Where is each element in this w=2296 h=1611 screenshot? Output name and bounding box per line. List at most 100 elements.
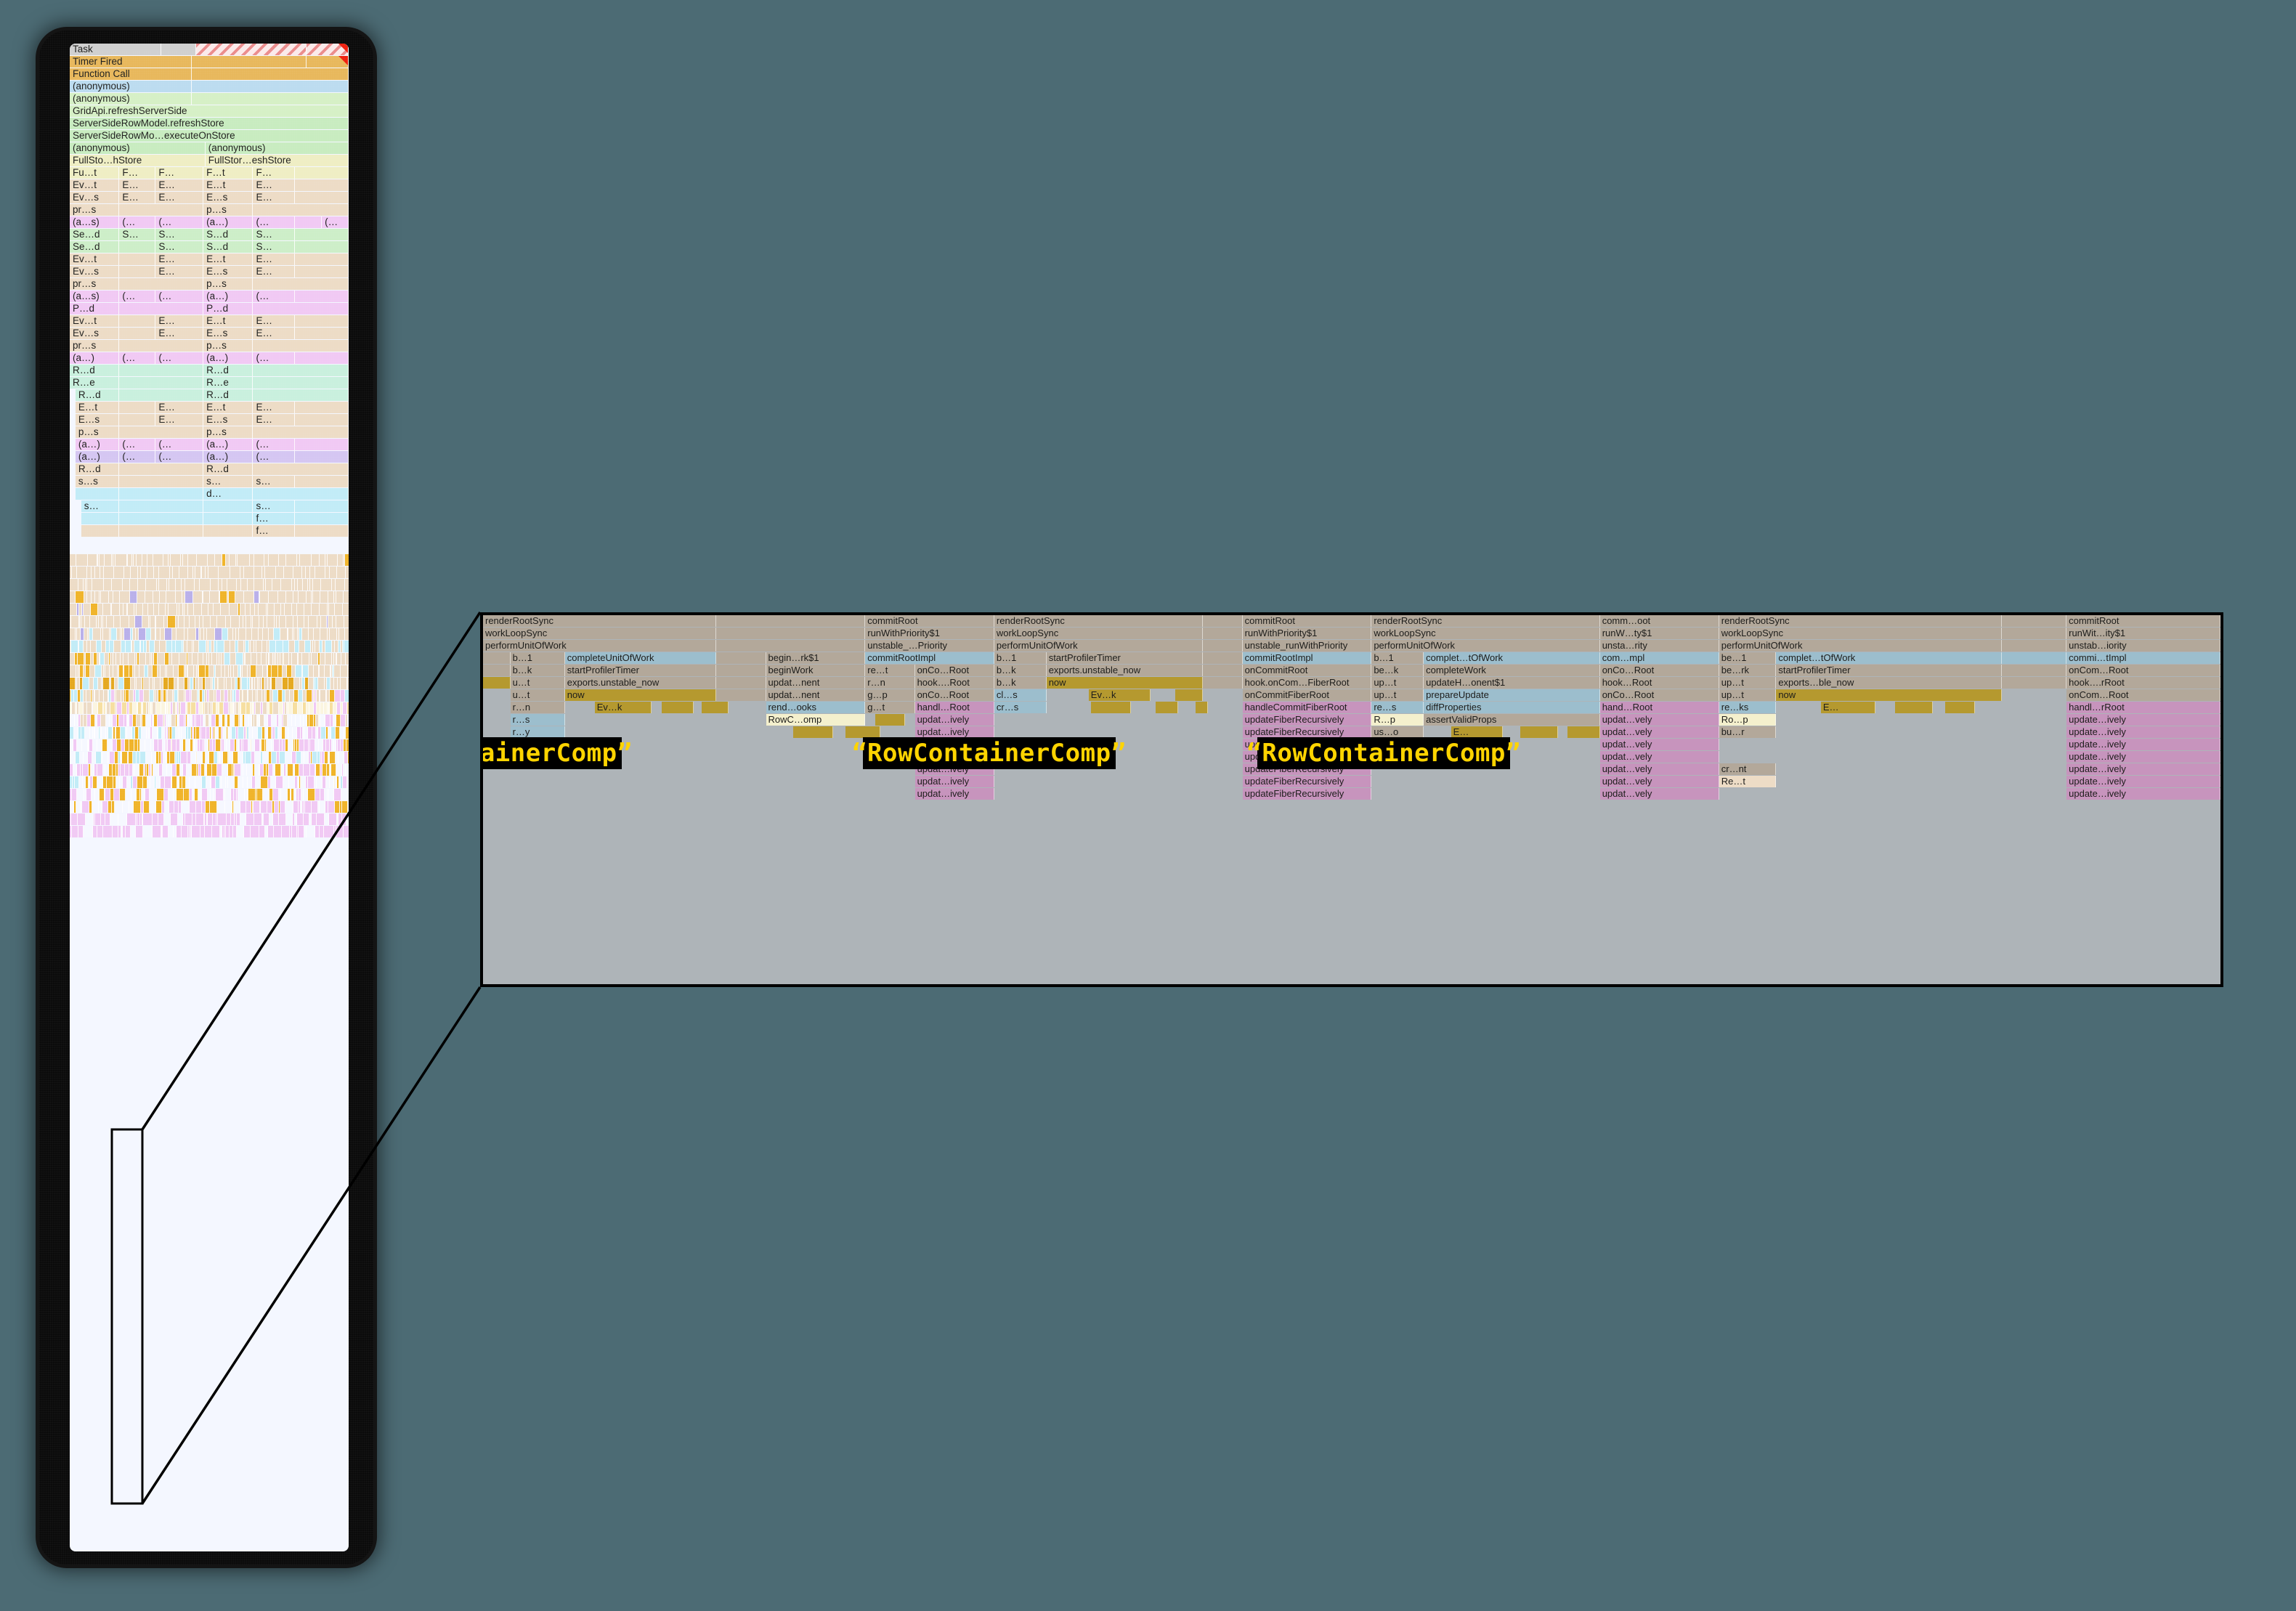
detail-frame-cell-empty[interactable]	[994, 714, 1243, 726]
overview-frame-cell[interactable]: ServerSideRowModel.refreshStore	[70, 118, 349, 129]
overview-dense-stack-row[interactable]	[70, 554, 349, 566]
detail-frame-cell-empty[interactable]	[716, 677, 766, 689]
detail-frame-cell[interactable]: complet…tOfWork	[1776, 652, 2003, 664]
overview-frame-cell[interactable]: R…d	[75, 389, 120, 401]
overview-frame-cell[interactable]: R…d	[75, 463, 120, 475]
overview-frame-cell[interactable]: FullStor…eshStore	[205, 155, 349, 166]
detail-frame-cell[interactable]: exports.unstable_now	[564, 677, 717, 689]
detail-frame-cell-empty[interactable]	[994, 726, 1243, 738]
overview-frame-cell[interactable]: S…d	[203, 229, 253, 240]
overview-frame-cell[interactable]: E…s	[203, 192, 253, 203]
detail-frame-cell[interactable]: runWithPriority$1	[1242, 628, 1372, 639]
detail-frame-cell[interactable]: be…1	[1719, 652, 1777, 664]
detail-frame-cell[interactable]: workLoopSync	[1371, 628, 1600, 639]
overview-stack-row[interactable]: ServerSideRowModel.refreshStore	[70, 118, 349, 130]
detail-frame-cell-empty[interactable]	[483, 689, 511, 701]
detail-frame-cell-empty[interactable]	[1202, 689, 1243, 701]
detail-frame-cell-empty[interactable]	[2002, 628, 2067, 639]
overview-frame-cell-empty[interactable]	[253, 426, 349, 438]
overview-frame-cell-empty[interactable]	[295, 476, 349, 487]
detail-frame-cell[interactable]: onCom…Root	[2066, 665, 2220, 676]
detail-frame-cell-empty[interactable]	[1776, 776, 2067, 787]
overview-frame-cell-empty[interactable]	[295, 402, 349, 413]
detail-frame-cell[interactable]: Re…t	[1719, 776, 1777, 787]
detail-frame-cell-empty[interactable]	[662, 702, 694, 713]
detail-frame-cell[interactable]: b…1	[994, 652, 1047, 664]
detail-frame-cell[interactable]: update…ively	[2066, 714, 2220, 726]
detail-frame-cell-empty[interactable]	[483, 652, 511, 664]
overview-frame-cell-empty[interactable]	[295, 179, 349, 191]
detail-frame-cell[interactable]: hook.onCom…FiberRoot	[1242, 677, 1372, 689]
overview-frame-cell-empty[interactable]	[295, 241, 349, 253]
detail-frame-cell-empty[interactable]	[1503, 726, 1521, 738]
overview-frame-cell[interactable]: E…	[253, 414, 296, 426]
overview-dense-stack-row[interactable]	[70, 776, 349, 788]
overview-frame-cell[interactable]: P…d	[70, 303, 120, 315]
detail-frame-cell-empty[interactable]	[904, 714, 915, 726]
overview-frame-cell[interactable]: E…t	[75, 402, 120, 413]
detail-frame-cell-empty[interactable]	[652, 702, 662, 713]
overview-frame-cell-empty[interactable]	[295, 192, 349, 203]
detail-frame-cell-empty[interactable]	[1151, 689, 1176, 701]
overview-frame-cell[interactable]: (a…)	[203, 439, 253, 450]
detail-frame-cell[interactable]: Ro…p	[1719, 714, 1777, 726]
detail-frame-cell[interactable]: updateFiberRecursively	[1242, 776, 1372, 787]
overview-frame-cell[interactable]: (…	[119, 216, 156, 228]
overview-frame-cell[interactable]: E…s	[75, 414, 120, 426]
overview-frame-cell[interactable]: S…	[155, 229, 204, 240]
overview-frame-cell-empty[interactable]	[75, 488, 120, 500]
detail-frame-cell[interactable]: r…n	[865, 677, 915, 689]
detail-frame-cell[interactable]: updat…ively	[914, 726, 994, 738]
overview-frame-cell[interactable]: E…	[253, 253, 296, 265]
detail-frame-cell[interactable]: be…k	[1371, 665, 1424, 676]
detail-frame-cell-empty[interactable]	[1177, 702, 1196, 713]
detail-frame-cell[interactable]: r…y	[510, 726, 565, 738]
overview-frame-cell[interactable]: E…t	[203, 253, 253, 265]
detail-frame-cell-empty[interactable]	[1202, 652, 1243, 664]
overview-dense-stack-row[interactable]	[70, 727, 349, 739]
overview-dense-stack-row[interactable]	[70, 678, 349, 689]
overview-frame-cell[interactable]: (a…)	[203, 216, 253, 228]
detail-frame-cell[interactable]: commitRoot	[1242, 615, 1372, 627]
detail-frame-cell-empty[interactable]	[483, 776, 915, 787]
detail-frame-cell[interactable]: now	[564, 689, 717, 701]
overview-frame-cell-empty[interactable]	[195, 44, 307, 55]
overview-frame-cell[interactable]: p…s	[203, 426, 253, 438]
detail-frame-cell[interactable]: runWithPriority$1	[865, 628, 994, 639]
overview-frame-cell-empty[interactable]	[295, 315, 349, 327]
detail-frame-cell[interactable]: u…t	[510, 677, 565, 689]
overview-frame-cell[interactable]: E…	[253, 266, 296, 277]
detail-frame-cell[interactable]: re…s	[1371, 702, 1424, 713]
overview-frame-cell[interactable]: (…	[253, 439, 296, 450]
detail-frame-cell-empty[interactable]	[2002, 652, 2067, 664]
overview-frame-cell-empty[interactable]	[119, 488, 204, 500]
overview-frame-cell[interactable]: (…	[119, 439, 156, 450]
detail-frame-cell[interactable]: renderRootSync	[1371, 615, 1600, 627]
overview-dense-stack-row[interactable]	[70, 764, 349, 776]
detail-frame-cell-empty[interactable]	[1202, 615, 1243, 627]
overview-dense-stack-row[interactable]	[70, 789, 349, 800]
overview-frame-cell[interactable]: FullSto…hStore	[70, 155, 206, 166]
overview-frame-cell[interactable]: s…	[253, 476, 296, 487]
overview-frame-cell-empty[interactable]	[253, 303, 349, 315]
overview-frame-cell-empty[interactable]	[119, 513, 204, 524]
detail-frame-cell[interactable]: hand…Root	[1599, 702, 1719, 713]
overview-dense-stack-row[interactable]	[70, 715, 349, 726]
overview-frame-cell-empty[interactable]	[295, 500, 349, 512]
detail-frame-cell[interactable]: hook….rRoot	[2066, 677, 2220, 689]
overview-frame-cell[interactable]: Ev…s	[70, 328, 120, 339]
overview-frame-cell[interactable]: pr…s	[70, 204, 120, 216]
overview-stack-row[interactable]: (anonymous)	[70, 81, 349, 93]
overview-frame-cell-empty[interactable]	[119, 328, 156, 339]
overview-frame-cell[interactable]: (…	[253, 352, 296, 364]
overview-frame-cell[interactable]: (a…)	[203, 291, 253, 302]
